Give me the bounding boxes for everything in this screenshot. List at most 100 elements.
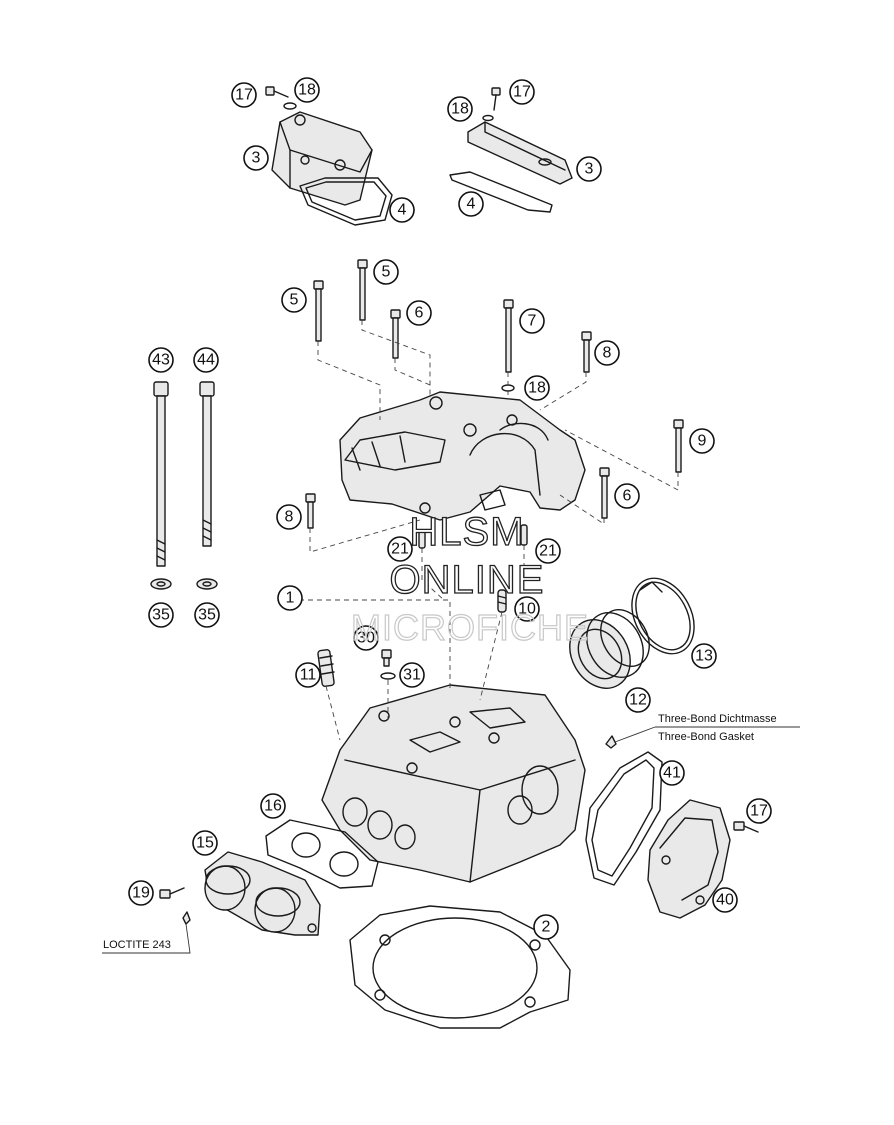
callout-18a: 18 <box>294 77 320 103</box>
cylinder-head <box>321 684 586 883</box>
washer-31 <box>380 672 396 680</box>
svg-text:43: 43 <box>152 352 170 369</box>
svg-text:16: 16 <box>264 798 282 815</box>
callout-4a: 4 <box>389 197 415 223</box>
callout-6b: 6 <box>614 483 640 509</box>
svg-text:35: 35 <box>152 607 170 624</box>
svg-text:2: 2 <box>542 919 551 936</box>
loctite-note: LOCTITE 243 <box>103 939 171 951</box>
svg-text:10: 10 <box>518 601 536 618</box>
manifold-gasket-16 <box>265 819 379 889</box>
side-cover-40 <box>647 799 731 919</box>
hose-clamp-13 <box>631 577 695 655</box>
carrier-bolt-6a <box>390 309 401 359</box>
sealant-note-bottom: Three-Bond Gasket <box>658 731 754 743</box>
callout-13: 13 <box>691 643 717 669</box>
svg-text:30: 30 <box>357 630 375 647</box>
callout-40: 40 <box>712 887 738 913</box>
watermark: HLSM ONLINE MICROFICHE <box>350 509 588 648</box>
svg-text:4: 4 <box>467 196 476 213</box>
svg-text:17: 17 <box>235 87 253 104</box>
callout-17b: 17 <box>509 79 535 105</box>
carrier-bolt-5a <box>313 280 324 342</box>
svg-text:6: 6 <box>623 488 632 505</box>
callout-8b: 8 <box>276 504 302 530</box>
callout-9: 9 <box>689 428 715 454</box>
callout-18c: 18 <box>524 375 550 401</box>
callout-44: 44 <box>193 347 219 373</box>
washer-18-right <box>482 114 494 122</box>
loctite-drop <box>182 911 191 925</box>
svg-text:44: 44 <box>197 352 215 369</box>
callout-31: 31 <box>399 662 425 688</box>
svg-text:18: 18 <box>528 380 546 397</box>
valve-cover-gasket-left <box>299 177 393 226</box>
svg-text:7: 7 <box>528 313 537 330</box>
svg-text:18: 18 <box>298 82 316 99</box>
callout-41: 41 <box>659 760 685 786</box>
callout-3b: 3 <box>576 156 602 182</box>
watermark-line-2: ONLINE <box>390 558 545 602</box>
svg-text:17: 17 <box>513 84 531 101</box>
valve-cover-gasket-right <box>449 171 553 213</box>
assembly-lines <box>290 320 679 741</box>
carrier-bolt-7 <box>503 299 514 373</box>
svg-text:18: 18 <box>451 101 469 118</box>
valve-cover-left <box>271 111 373 206</box>
stud-44 <box>199 381 215 547</box>
callout-16: 16 <box>260 793 286 819</box>
callout-10: 10 <box>514 596 540 622</box>
svg-text:8: 8 <box>285 509 294 526</box>
svg-text:3: 3 <box>252 150 261 167</box>
svg-text:21: 21 <box>391 541 409 558</box>
carrier-bolt-6b <box>599 467 610 519</box>
head-gasket-2 <box>349 905 571 1029</box>
svg-text:1: 1 <box>286 590 295 607</box>
washer-35-right <box>196 578 218 590</box>
svg-text:13: 13 <box>695 648 713 665</box>
callout-4b: 4 <box>458 191 484 217</box>
callout-2: 2 <box>533 914 559 940</box>
callout-1: 1 <box>277 585 303 611</box>
callout-17c: 17 <box>746 798 772 824</box>
callout-35a: 35 <box>148 602 174 628</box>
watermark-line-1: HLSM <box>409 510 524 554</box>
callout-7: 7 <box>519 308 545 334</box>
callout-3a: 3 <box>243 145 269 171</box>
callout-5b: 5 <box>373 259 399 285</box>
bolt-17-left <box>265 86 289 98</box>
svg-text:21: 21 <box>539 543 557 560</box>
callout-35b: 35 <box>194 602 220 628</box>
svg-text:11: 11 <box>300 667 317 684</box>
callout-8a: 8 <box>594 340 620 366</box>
carrier-bolt-8a <box>581 331 592 373</box>
camshaft-carrier <box>339 391 586 521</box>
svg-text:40: 40 <box>716 892 734 909</box>
intake-boot-12 <box>569 609 650 689</box>
svg-text:8: 8 <box>603 345 612 362</box>
callout-6a: 6 <box>406 300 432 326</box>
callout-43: 43 <box>148 347 174 373</box>
valve-guide-11 <box>317 649 335 687</box>
bolt-17-cover <box>733 821 759 833</box>
stud-43 <box>153 381 169 567</box>
valve-cover-right <box>467 121 573 185</box>
bolt-17-right <box>491 87 501 111</box>
callout-21b: 21 <box>535 538 561 564</box>
svg-text:41: 41 <box>663 765 681 782</box>
callout-18b: 18 <box>447 96 473 122</box>
carrier-bolt-5b <box>357 259 368 321</box>
svg-text:4: 4 <box>398 202 407 219</box>
svg-text:6: 6 <box>415 305 424 322</box>
washer-18-left <box>283 102 297 110</box>
sealant-note-top: Three-Bond Dichtmasse <box>658 713 777 725</box>
intake-manifold-15 <box>204 851 321 936</box>
svg-text:31: 31 <box>403 667 421 684</box>
svg-text:19: 19 <box>132 885 150 902</box>
cover-gasket-41 <box>585 751 663 886</box>
callout-21a: 21 <box>387 536 413 562</box>
callout-19: 19 <box>128 880 154 906</box>
bolt-30 <box>381 649 392 667</box>
callout-5a: 5 <box>281 287 307 313</box>
